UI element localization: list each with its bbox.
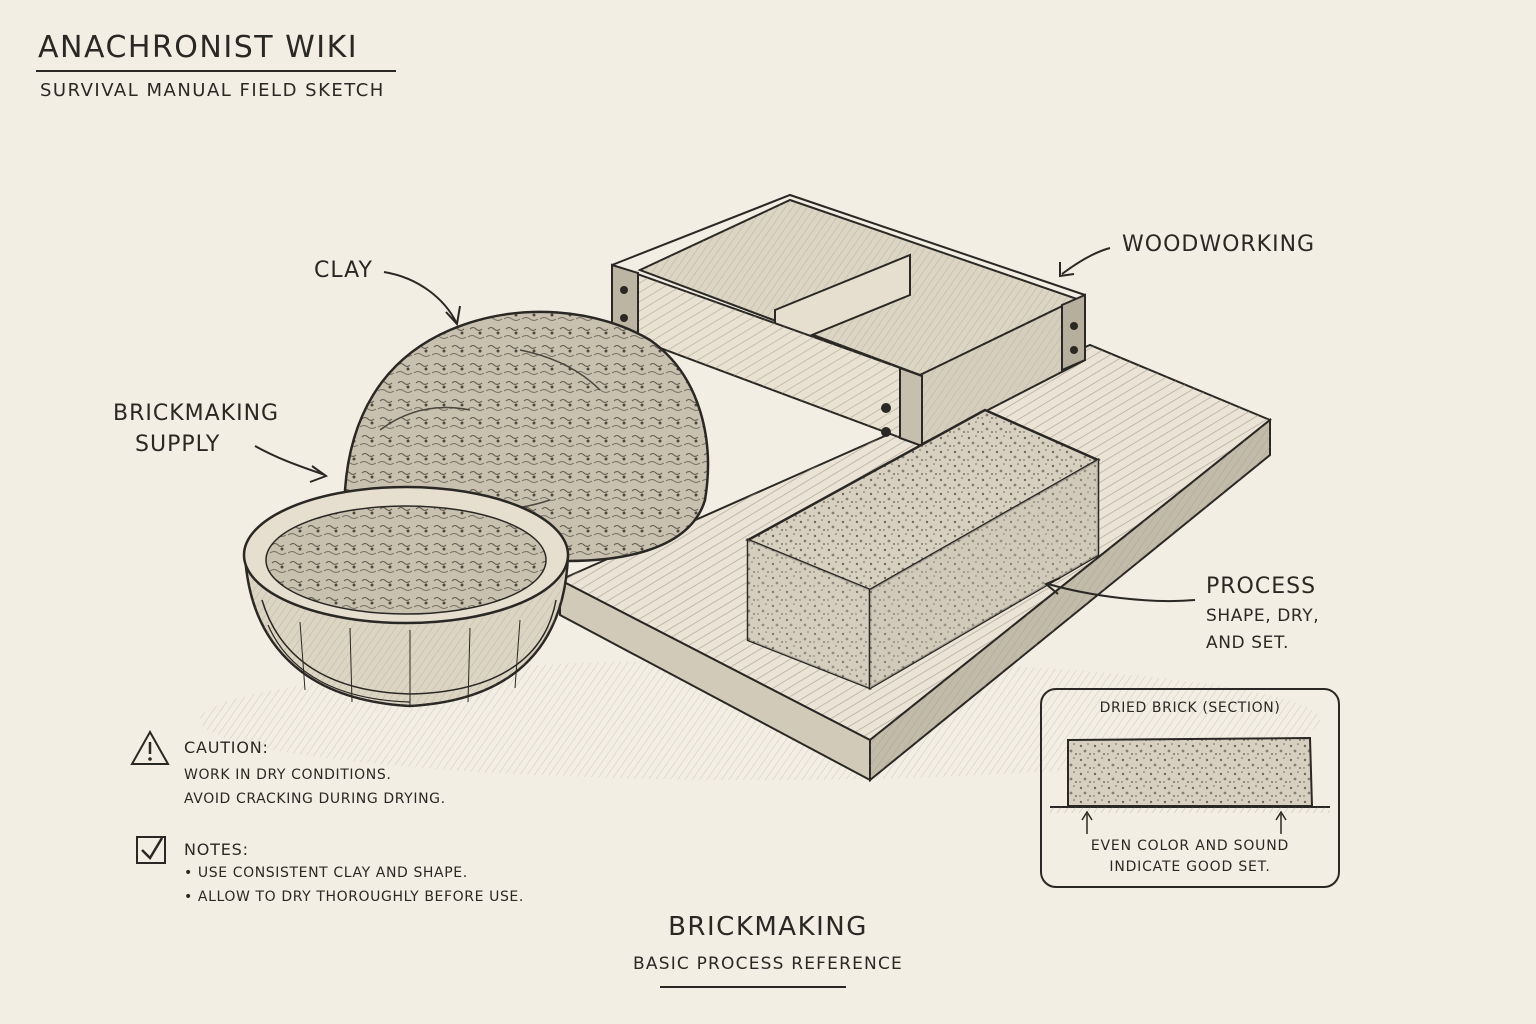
notes-line-1: • USE CONSISTENT CLAY AND SHAPE.	[184, 865, 468, 881]
wooden-brick-mold	[611, 193, 1086, 448]
supply-label-line2: SUPPLY	[135, 432, 221, 457]
warning-triangle-icon	[130, 729, 170, 765]
inset-title: DRIED BRICK (SECTION)	[1099, 700, 1281, 716]
clay-label: CLAY	[314, 258, 373, 283]
caution-line-1: WORK IN DRY CONDITIONS.	[184, 767, 392, 783]
supply-arrow	[254, 445, 326, 476]
diagram-subtitle: BASIC PROCESS REFERENCE	[633, 954, 903, 974]
supply-label-line1: BRICKMAKING	[113, 401, 280, 426]
notes-line-2: • ALLOW TO DRY THOROUGHLY BEFORE USE.	[184, 889, 524, 905]
notes-block: NOTES: • USE CONSISTENT CLAY AND SHAPE. …	[184, 840, 524, 909]
clay-arrow	[383, 271, 457, 323]
process-arrow	[1047, 583, 1196, 603]
diagram-title: BRICKMAKING	[668, 912, 868, 942]
process-line2: AND SET.	[1206, 633, 1289, 653]
woodworking-arrow	[1061, 247, 1111, 275]
wiki-title: ANACHRONIST WIKI	[38, 30, 359, 65]
process-line1: SHAPE, DRY,	[1206, 606, 1320, 626]
caution-line-2: AVOID CRACKING DURING DRYING.	[184, 791, 446, 807]
checkbox-checked-icon	[136, 836, 166, 864]
brickmaking-supply-label: BRICKMAKING SUPPLY	[113, 398, 279, 460]
inset-caption: EVEN COLOR AND SOUND INDICATE GOOD SET.	[1040, 836, 1340, 878]
formed-brick	[745, 408, 1101, 691]
brick-section-drawing	[1050, 736, 1330, 834]
process-label: PROCESS	[1206, 574, 1317, 599]
dried-brick-inset	[1040, 688, 1340, 888]
woodworking-label: WOODWORKING	[1122, 232, 1316, 257]
process-callout: PROCESS SHAPE, DRY, AND SET.	[1206, 574, 1319, 657]
wiki-subtitle: SURVIVAL MANUAL FIELD SKETCH	[40, 80, 385, 101]
title-underline	[36, 70, 396, 72]
inset-caption-line2: INDICATE GOOD SET.	[1109, 859, 1271, 875]
caution-block: CAUTION: WORK IN DRY CONDITIONS. AVOID C…	[184, 738, 446, 811]
callout-arrows	[254, 247, 1196, 603]
footer-underline	[660, 986, 846, 988]
caution-heading: CAUTION:	[184, 738, 269, 757]
inset-caption-line1: EVEN COLOR AND SOUND	[1090, 838, 1290, 854]
clay-bucket	[242, 485, 570, 708]
notes-heading: NOTES:	[184, 840, 249, 859]
